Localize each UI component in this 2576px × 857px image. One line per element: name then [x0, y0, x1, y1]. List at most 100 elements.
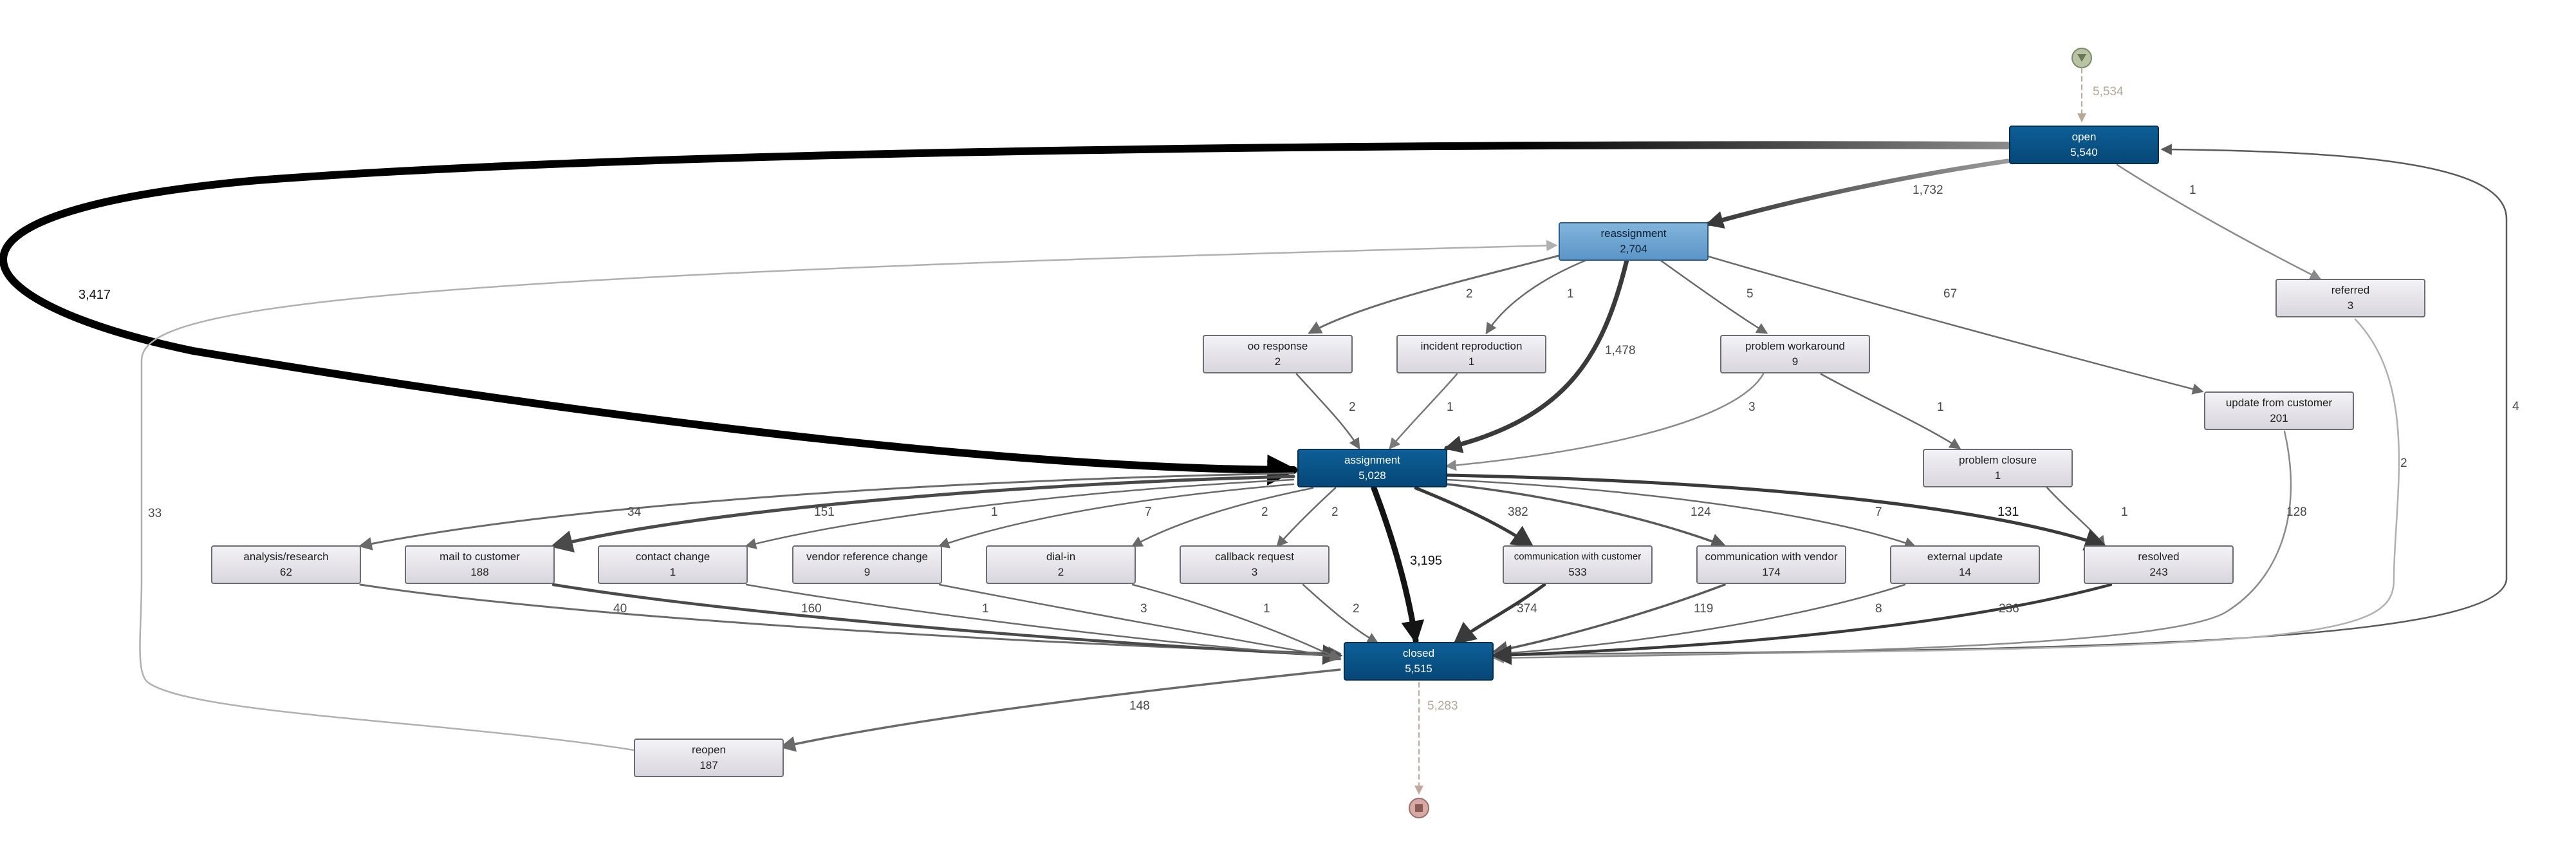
edge-label-closed-reopen: 148	[1129, 699, 1150, 713]
edge-label-referred-closed: 2	[2400, 457, 2407, 470]
edge-label-mail-closed: 160	[801, 602, 822, 616]
edge-label-workaround-closure: 1	[1937, 400, 1944, 414]
node-callback-request-label: callback request	[1215, 551, 1294, 563]
node-communication-with-customer[interactable]: communication with customer 533	[1503, 545, 1653, 584]
node-closed-label: closed	[1402, 647, 1435, 659]
node-assignment[interactable]: assignment 5,028	[1297, 449, 1447, 487]
edge-open-reassignment[interactable]	[1705, 158, 2010, 229]
edge-label-reassignment-assignment: 1,478	[1605, 344, 1636, 357]
edge-assignment-mail[interactable]	[550, 475, 1295, 553]
edge-assignment-resolved[interactable]	[1445, 473, 2108, 551]
edge-reassignment-assignment[interactable]	[1443, 258, 1629, 453]
edge-assignment-commcust[interactable]	[1414, 486, 1535, 549]
node-communication-with-vendor-label: communication with vendor	[1705, 551, 1838, 563]
edge-label-open-referred: 1	[2189, 184, 2196, 197]
edge-label-open-reassignment: 1,732	[1913, 184, 1943, 197]
edge-assignment-contact[interactable]	[745, 478, 1295, 549]
edge-reassignment-update[interactable]	[1707, 255, 2204, 395]
edge-commvendor-closed[interactable]	[1492, 583, 1726, 657]
node-external-update[interactable]: external update 14	[1890, 545, 2040, 584]
edge-label-open-assignment: 3,417	[79, 288, 111, 302]
node-mail-to-customer[interactable]: mail to customer 188	[405, 545, 555, 584]
node-dial-in[interactable]: dial-in 2	[986, 545, 1136, 584]
edge-referred-closed[interactable]	[1492, 318, 2400, 661]
node-update-from-customer[interactable]: update from customer 201	[2204, 391, 2354, 430]
node-external-update-label: external update	[1927, 551, 2003, 563]
node-reopen-count: 187	[700, 759, 718, 771]
node-closed-count: 5,515	[1405, 663, 1432, 675]
node-contact-change[interactable]: contact change 1	[598, 545, 748, 584]
edge-assignment-commvendor[interactable]	[1445, 483, 1727, 549]
edge-commcust-closed[interactable]	[1452, 583, 1546, 645]
edge-label-external-closed: 8	[1875, 602, 1882, 616]
edge-oo-assignment[interactable]	[1295, 373, 1360, 450]
edge-label-resolved-closed: 236	[1999, 602, 2019, 616]
edge-open-assignment[interactable]	[0, 141, 2012, 485]
edge-resolved-closed[interactable]	[1491, 583, 2113, 665]
node-oo-response[interactable]: oo response 2	[1203, 335, 1353, 373]
edge-label-contact-closed: 1	[982, 602, 989, 616]
node-analysis-research[interactable]: analysis/research 62	[211, 545, 361, 584]
edge-closed-reopen[interactable]	[779, 668, 1341, 752]
node-open[interactable]: open 5,540	[2009, 126, 2159, 164]
node-contact-change-label: contact change	[635, 551, 710, 563]
edge-label-assign-vendorref: 7	[1145, 505, 1152, 519]
node-vendor-reference-change[interactable]: vendor reference change 9	[792, 545, 942, 584]
edge-incident-assignment[interactable]	[1389, 373, 1458, 450]
node-update-from-customer-count: 201	[2270, 412, 2288, 424]
node-referred[interactable]: referred 3	[2275, 279, 2425, 317]
edge-open-referred[interactable]	[2116, 164, 2322, 280]
edge-label-closed-open: 4	[2512, 400, 2519, 413]
node-reopen[interactable]: reopen 187	[634, 739, 784, 777]
start-node[interactable]	[2071, 48, 2092, 68]
edge-assignment-vendorref[interactable]	[938, 483, 1295, 549]
node-open-label: open	[2071, 131, 2097, 143]
node-resolved-label: resolved	[2138, 551, 2180, 563]
edge-label-analysis-closed: 40	[613, 602, 627, 616]
node-reassignment[interactable]: reassignment 2,704	[1559, 222, 1709, 261]
node-oo-response-count: 2	[1274, 355, 1281, 368]
node-closed[interactable]: closed 5,515	[1344, 642, 1494, 681]
edge-external-closed[interactable]	[1492, 583, 1906, 659]
node-resolved[interactable]: resolved 243	[2084, 545, 2234, 584]
node-problem-workaround[interactable]: problem workaround 9	[1720, 335, 1870, 373]
edge-label-assign-callback: 2	[1331, 505, 1339, 519]
node-external-update-count: 14	[1959, 566, 1971, 578]
edge-vendorref-closed[interactable]	[938, 583, 1342, 663]
edge-reassignment-workaround[interactable]	[1659, 259, 1768, 334]
edge-callback-closed[interactable]	[1302, 583, 1379, 644]
node-problem-closure[interactable]: problem closure 1	[1923, 449, 2073, 487]
edge-assignment-closed[interactable]	[1371, 485, 1425, 645]
node-dial-in-label: dial-in	[1046, 551, 1076, 563]
edge-contact-closed[interactable]	[745, 583, 1342, 662]
edge-label-closure-resolved: 1	[2121, 505, 2128, 519]
edge-assignment-callback[interactable]	[1276, 487, 1337, 547]
end-node[interactable]	[1409, 798, 1429, 818]
edge-closed-open[interactable]	[1493, 144, 2508, 655]
edge-dialin-closed[interactable]	[1131, 583, 1342, 661]
edge-assignment-analysis[interactable]	[358, 472, 1295, 551]
edge-assignment-dialin[interactable]	[1131, 487, 1314, 547]
node-incident-reproduction[interactable]: incident reproduction 1	[1396, 335, 1546, 373]
edge-workaround-assignment[interactable]	[1445, 373, 1765, 471]
node-communication-with-customer-label: communication with customer	[1514, 551, 1642, 562]
edge-label-assign-analysis: 34	[627, 505, 642, 519]
node-mail-to-customer-count: 188	[470, 566, 489, 578]
node-assignment-count: 5,028	[1358, 469, 1386, 482]
edge-label-assign-commvendor: 124	[1691, 505, 1711, 519]
node-communication-with-vendor[interactable]: communication with vendor 174	[1696, 545, 1846, 584]
edge-workaround-closure[interactable]	[1820, 373, 1961, 449]
edge-assignment-external[interactable]	[1445, 478, 1916, 549]
node-analysis-research-label: analysis/research	[243, 551, 329, 563]
edge-update-closed[interactable]	[1492, 430, 2292, 664]
node-referred-count: 3	[2347, 299, 2354, 312]
edge-reopen-reassignment[interactable]	[139, 240, 1558, 751]
edge-mail-closed[interactable]	[551, 583, 1343, 665]
edge-label-assign-dialin: 2	[1261, 505, 1268, 519]
edge-reassignment-incident[interactable]	[1485, 258, 1591, 335]
edge-reassignment-oo[interactable]	[1308, 253, 1565, 334]
edge-label-reassignment-update: 67	[1943, 287, 1957, 301]
edge-label-vendorref-closed: 3	[1140, 602, 1147, 616]
node-callback-request[interactable]: callback request 3	[1180, 545, 1330, 584]
